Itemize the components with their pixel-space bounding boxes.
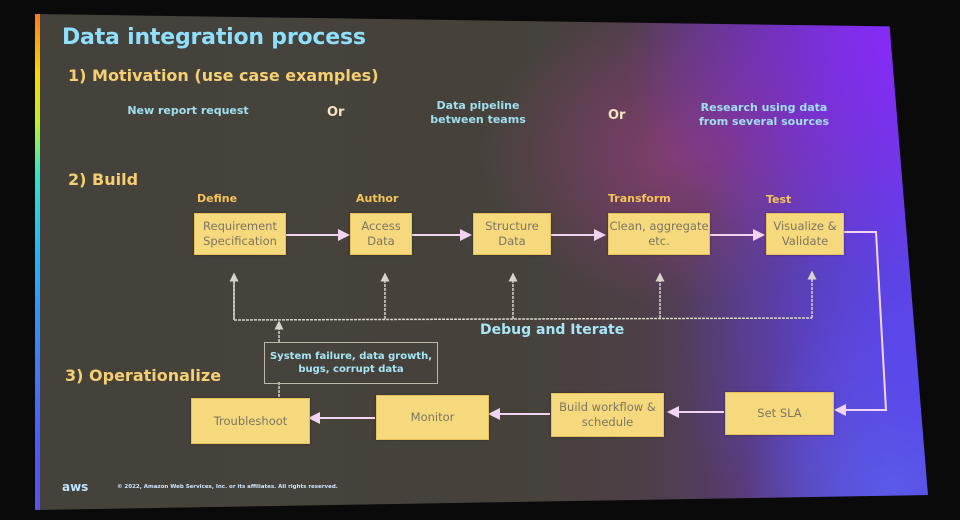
section-build: 2) Build xyxy=(68,170,139,189)
step-monitor: Monitor xyxy=(376,395,489,440)
phase-test: Test xyxy=(766,193,792,206)
phase-define: Define xyxy=(197,192,238,205)
copyright-footer: © 2022, Amazon Web Services, Inc. or its… xyxy=(117,484,338,490)
phase-transform: Transform xyxy=(608,192,671,205)
arrow-validate-to-sla xyxy=(834,231,888,416)
step-troubleshoot: Troubleshoot xyxy=(191,398,310,444)
section-motivation: 1) Motivation (use case examples) xyxy=(68,66,379,85)
step-set-sla: Set SLA xyxy=(725,392,834,435)
rainbow-accent-bar xyxy=(35,14,40,510)
step-clean-aggregate: Clean, aggregate etc. xyxy=(608,213,710,255)
step-build-workflow-schedule: Build workflow & schedule xyxy=(551,393,664,437)
or-separator-1: Or xyxy=(327,105,345,120)
use-case-new-report: New report request xyxy=(127,104,249,117)
aws-logo: aws xyxy=(62,480,89,494)
step-structure-data: Structure Data xyxy=(473,213,551,255)
step-visualize-validate: Visualize & Validate xyxy=(766,213,844,255)
debug-and-iterate-label: Debug and Iterate xyxy=(480,322,625,338)
issue-note-box: System failure, data growth, bugs, corru… xyxy=(264,342,438,384)
debug-loop-bus xyxy=(233,276,813,321)
section-operationalize: 3) Operationalize xyxy=(65,366,222,385)
use-case-research: Research using data from several sources xyxy=(698,101,830,128)
or-separator-2: Or xyxy=(608,108,626,123)
use-case-data-pipeline: Data pipeline between teams xyxy=(430,99,526,126)
phase-author: Author xyxy=(356,192,399,205)
step-requirement-specification: Requirement Specification xyxy=(194,213,286,255)
slide-title: Data integration process xyxy=(62,25,366,50)
step-access-data: Access Data xyxy=(350,213,412,255)
